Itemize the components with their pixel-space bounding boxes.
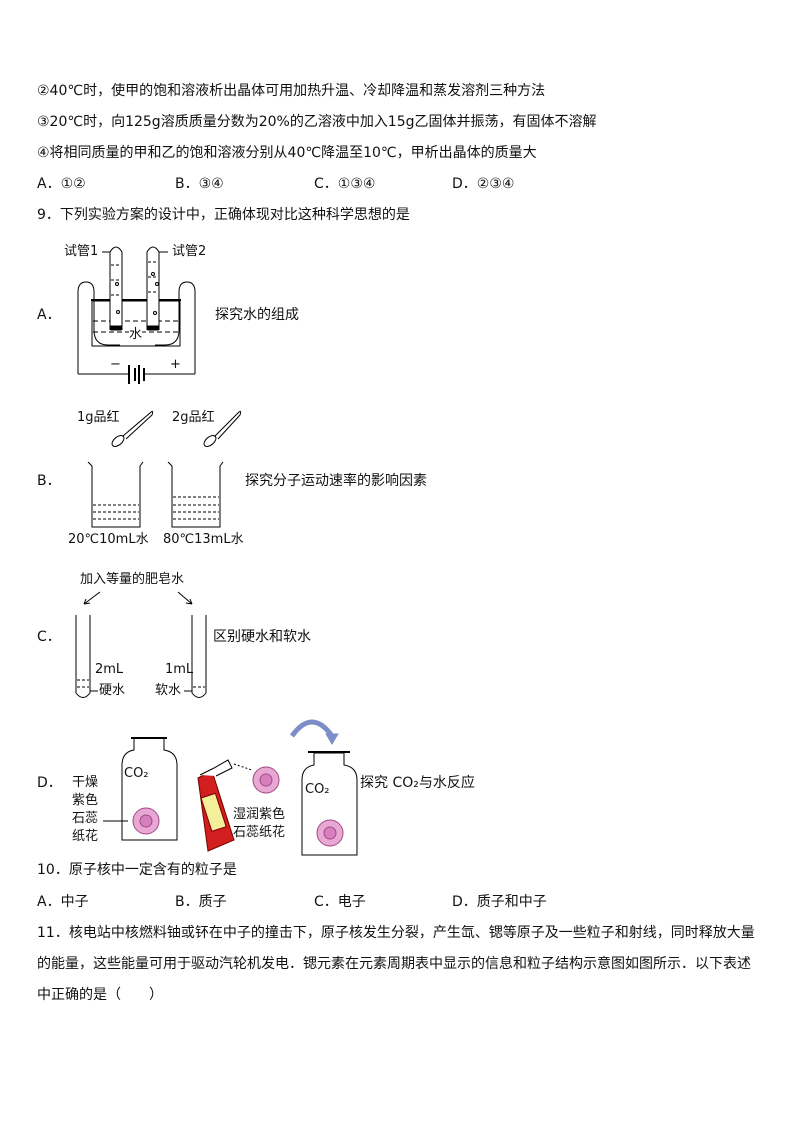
- q8-statement-2: ②40℃时，使甲的饱和溶液析出晶体可用加热升温、冷却降温和蒸发溶剂三种方法: [37, 83, 546, 99]
- q8-option-c: C．①③④: [314, 176, 376, 192]
- flower-dry: [132, 807, 160, 835]
- q10-option-d: D．质子和中子: [452, 894, 547, 910]
- q10-option-c: C．电子: [314, 894, 366, 910]
- q10-stem: 10．原子核中一定含有的粒子是: [37, 862, 237, 878]
- dry-flower-label-3: 石蕊: [72, 811, 99, 826]
- q9-option-b-letter: B．: [37, 473, 61, 489]
- q8-option-d: D．②③④: [452, 176, 515, 192]
- jar1-gas-label: CO₂: [124, 766, 149, 781]
- volume1-label: 2mL: [95, 662, 124, 677]
- q11-line-1: 11．核电站中核燃料铀或钚在中子的撞击下，原子核发生分裂，产生氙、锶等原子及一些…: [37, 925, 755, 941]
- soap-water-test-tubes: [75, 591, 207, 698]
- tube1-label: 试管1: [64, 244, 99, 259]
- wet-flower-label-1: 湿润紫色: [233, 807, 286, 822]
- q9-option-c-desc: 区别硬水和软水: [213, 629, 311, 645]
- curved-arrow-icon: [289, 719, 335, 738]
- dry-flower-label-1: 干燥: [72, 775, 99, 790]
- q9-option-d-letter: D．: [37, 775, 62, 791]
- q10-option-b: B．质子: [175, 894, 227, 910]
- volume2-label: 1mL: [165, 662, 194, 677]
- wet-flower-label-2: 石蕊纸花: [233, 825, 286, 840]
- q11-line-2: 的能量，这些能量可用于驱动汽轮机发电．锶元素在元素周期表中显示的信息和粒子结构示…: [37, 956, 751, 972]
- dry-flower-label-4: 纸花: [72, 829, 99, 844]
- tube2-label: 试管2: [172, 244, 207, 259]
- beakers-and-spoons: [87, 410, 242, 528]
- q10-option-a: A．中子: [37, 894, 89, 910]
- q9-option-a-letter: A．: [37, 307, 61, 323]
- water-label: 水: [129, 326, 143, 344]
- beaker2-label: 80℃13mL水: [163, 532, 244, 547]
- flower-in-jar: [316, 819, 344, 847]
- q9-option-c-letter: C．: [37, 629, 61, 645]
- beaker1-label: 20℃10mL水: [68, 532, 149, 547]
- q8-statement-3: ③20℃时，向125g溶质质量分数为20%的乙溶液中加入15g乙固体并振荡，有固…: [37, 114, 597, 130]
- co2-jars: [103, 719, 358, 856]
- spoon2-label: 2g品红: [172, 410, 215, 425]
- flower-wet: [252, 766, 280, 794]
- jar2-gas-label: CO₂: [305, 782, 330, 797]
- dry-flower-label-2: 紫色: [72, 793, 99, 808]
- q9-option-d-desc: 探究 CO₂与水反应: [360, 775, 475, 791]
- spoon1-label: 1g品红: [77, 410, 120, 425]
- q8-option-a: A．①②: [37, 176, 86, 192]
- q8-statement-4: ④将相同质量的甲和乙的饱和溶液分别从40℃降温至10℃，甲析出晶体的质量大: [37, 145, 537, 161]
- spray-bottle: [197, 759, 253, 852]
- q9-option-a-desc: 探究水的组成: [215, 307, 299, 323]
- soap-water-label: 加入等量的肥皂水: [80, 572, 185, 587]
- q8-option-b: B．③④: [175, 176, 224, 192]
- q11-line-3: 中正确的是（ ）: [37, 987, 163, 1003]
- negative-label: −: [110, 357, 121, 372]
- positive-label: +: [170, 357, 181, 372]
- q9-option-b-desc: 探究分子运动速率的影响因素: [245, 473, 427, 489]
- hard-water-label: 硬水: [99, 683, 126, 698]
- soft-water-label: 软水: [155, 683, 182, 698]
- q9-stem: 9．下列实验方案的设计中，正确体现对比这种科学思想的是: [37, 207, 410, 223]
